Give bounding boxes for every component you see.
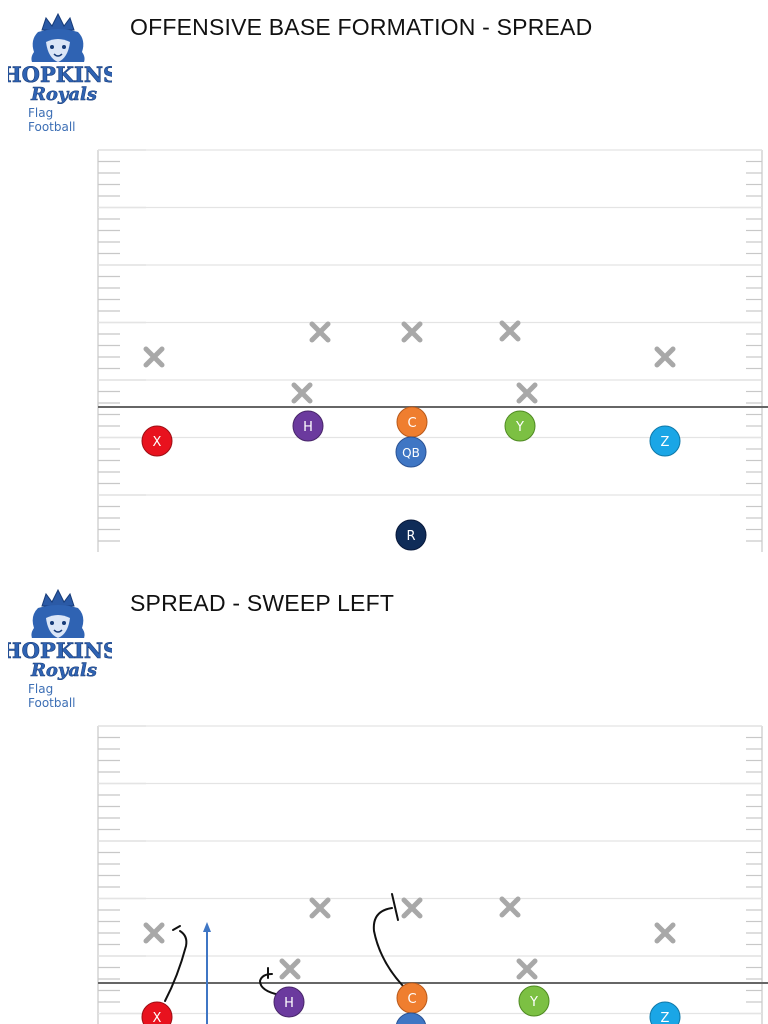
player-z: Z bbox=[649, 1001, 681, 1024]
play-title: OFFENSIVE BASE FORMATION - SPREAD bbox=[130, 14, 593, 40]
defender-marker bbox=[143, 922, 165, 944]
player-c-label: C bbox=[407, 992, 416, 1007]
defender-marker bbox=[516, 382, 538, 404]
defender-marker bbox=[279, 958, 301, 980]
player-x-label: X bbox=[153, 1011, 162, 1024]
player-x-label: X bbox=[153, 435, 162, 450]
yard-lines bbox=[98, 149, 762, 496]
defender-marker bbox=[401, 321, 423, 343]
route-c-block bbox=[372, 907, 404, 987]
player-x: X bbox=[141, 1001, 173, 1024]
player-y: Y bbox=[504, 410, 536, 442]
defenders bbox=[143, 896, 676, 980]
hopkins-royals-logo: HOPKINS Royals bbox=[8, 12, 112, 104]
play-title: SPREAD - SWEEP LEFT bbox=[130, 590, 395, 616]
defender-marker bbox=[654, 346, 676, 368]
player-qb-label: QB bbox=[402, 1022, 420, 1024]
arrow-up-icon bbox=[203, 922, 211, 932]
yard-lines bbox=[98, 725, 762, 1015]
route-c-block-cap bbox=[391, 893, 399, 921]
player-z-label: Z bbox=[661, 1011, 670, 1024]
defender-marker bbox=[291, 382, 313, 404]
player-z-label: Z bbox=[661, 435, 670, 450]
player-y: Y bbox=[518, 985, 550, 1017]
player-h-label: H bbox=[284, 996, 294, 1011]
defender-marker bbox=[401, 897, 423, 919]
defender-marker bbox=[309, 897, 331, 919]
defender-marker bbox=[143, 346, 165, 368]
player-qb: QB bbox=[395, 436, 427, 468]
player-c: C bbox=[396, 982, 428, 1014]
player-r: R bbox=[395, 519, 427, 551]
defender-marker bbox=[499, 320, 521, 342]
qb-path bbox=[203, 922, 211, 1024]
yard-hash-marks bbox=[97, 725, 763, 1024]
route-x-block-cap bbox=[172, 925, 181, 931]
field-diagram: X H C QB Y Z R bbox=[97, 149, 768, 552]
logo-royals-text: Royals bbox=[30, 84, 97, 104]
logo-subtitle: Flag Football bbox=[28, 106, 76, 134]
player-c: C bbox=[396, 406, 428, 438]
route-x-block bbox=[164, 930, 188, 1002]
logo-hopkins-text: HOPKINS bbox=[8, 638, 112, 663]
defender-marker bbox=[654, 922, 676, 944]
routes bbox=[164, 893, 404, 1002]
logo-hopkins-text: HOPKINS bbox=[8, 62, 112, 87]
player-qb: QB bbox=[396, 1012, 426, 1024]
field-diagram: X H C QB Y Z bbox=[97, 725, 768, 1024]
player-x: X bbox=[141, 425, 173, 457]
logo-royals-text: Royals bbox=[30, 660, 97, 680]
player-h-label: H bbox=[303, 420, 313, 435]
player-h: H bbox=[273, 986, 305, 1018]
player-r-label: R bbox=[406, 529, 415, 544]
player-h: H bbox=[292, 410, 324, 442]
play-panel-sweep-left: HOPKINS Royals Flag Football SPREAD - SW… bbox=[0, 576, 768, 1024]
play-panel-base-formation: HOPKINS Royals Flag Football OFFENSIVE B… bbox=[8, 12, 768, 552]
defender-marker bbox=[309, 321, 331, 343]
player-c-label: C bbox=[407, 416, 416, 431]
hopkins-royals-logo: HOPKINS Royals bbox=[8, 588, 112, 680]
player-z: Z bbox=[649, 425, 681, 457]
player-qb-label: QB bbox=[402, 446, 420, 460]
player-y-label: Y bbox=[515, 420, 524, 435]
defender-marker bbox=[516, 958, 538, 980]
defender-marker bbox=[499, 896, 521, 918]
logo-subtitle: Flag Football bbox=[28, 682, 76, 710]
route-h-block bbox=[258, 973, 281, 996]
defenders bbox=[143, 320, 676, 404]
player-y-label: Y bbox=[529, 995, 538, 1010]
